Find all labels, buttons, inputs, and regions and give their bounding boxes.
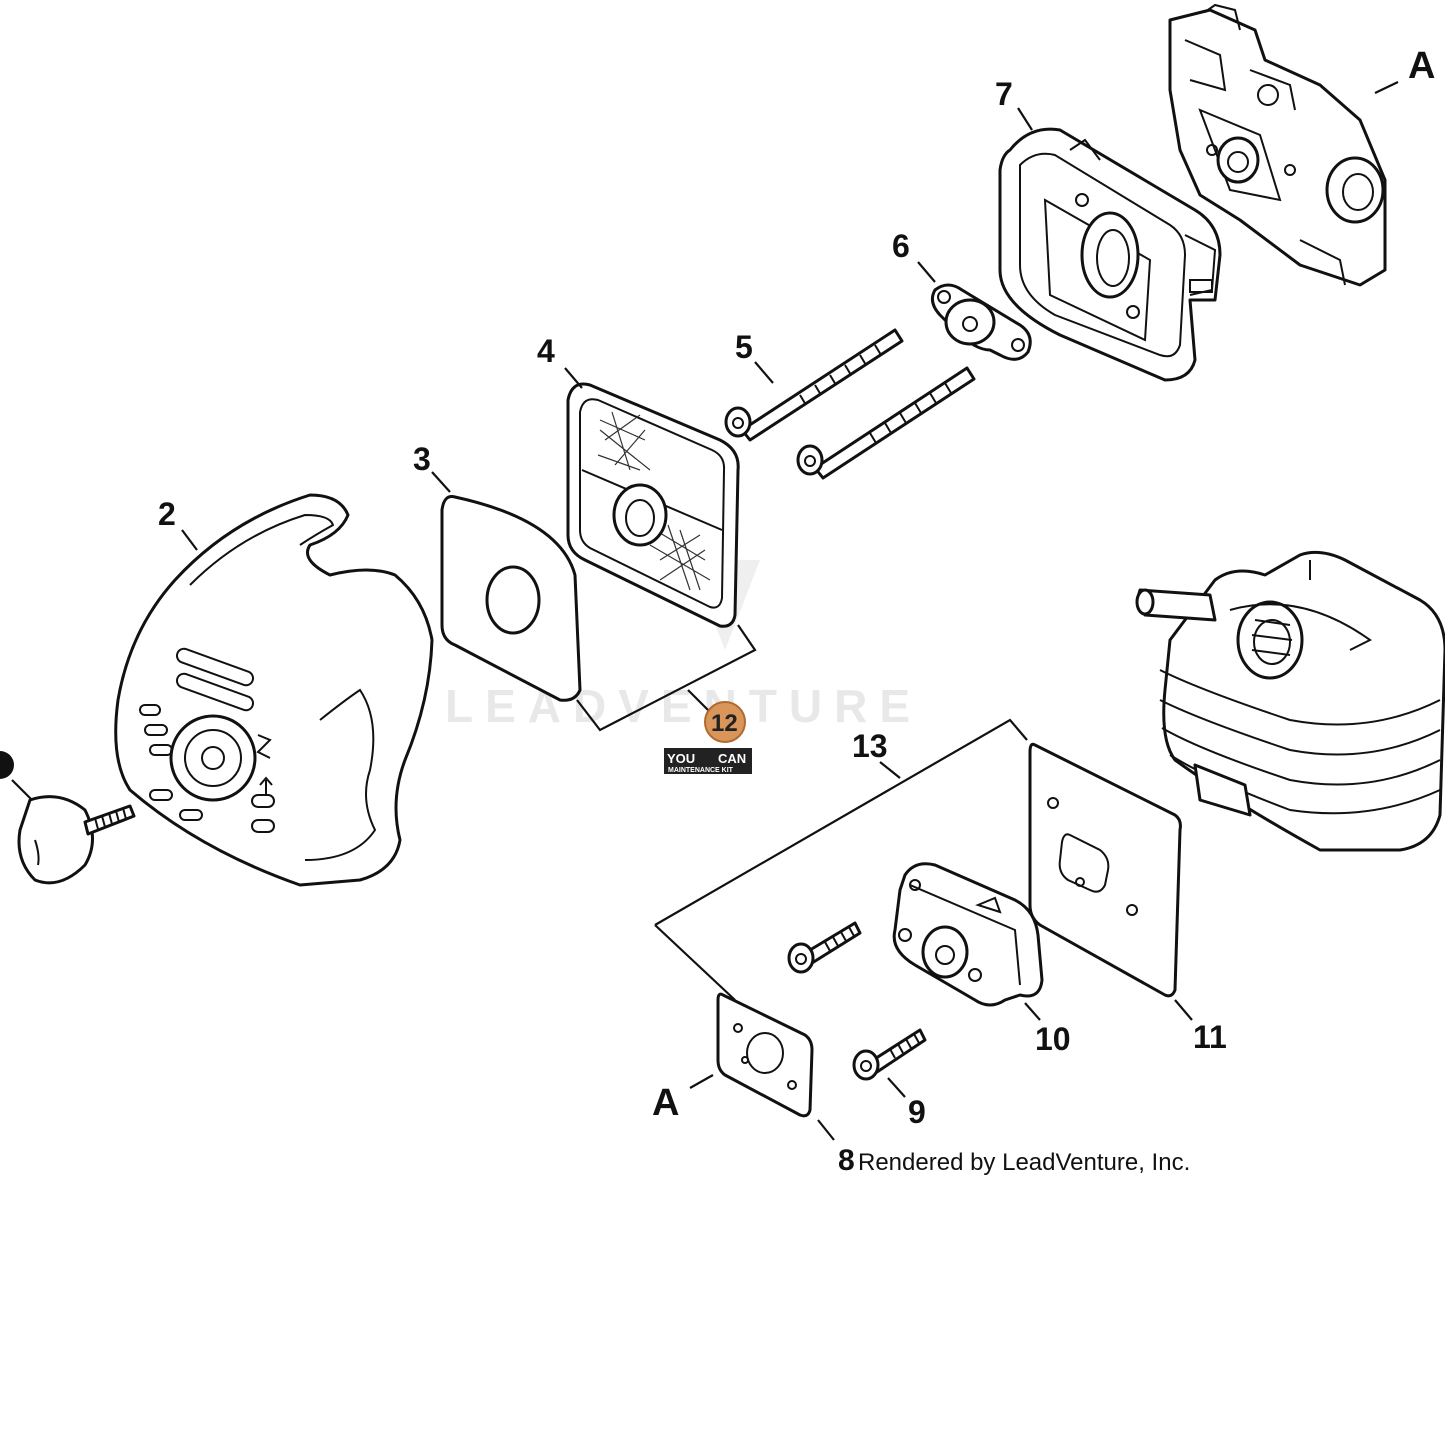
callout-7: 7: [995, 76, 1013, 112]
part-filter-element[interactable]: [564, 367, 740, 628]
kit-can-text: CAN: [718, 751, 746, 766]
part-short-screws[interactable]: [787, 921, 927, 1098]
kit-you-text: YOU: [667, 751, 695, 766]
callout-12: 12: [711, 710, 738, 737]
callout-13: 13: [852, 728, 888, 764]
part-filter-cover[interactable]: [114, 493, 434, 887]
part-carburetor[interactable]: [1168, 3, 1399, 287]
part-long-screws[interactable]: [724, 328, 976, 480]
maintenance-kit-badge[interactable]: 12 YOU CAN MAINTENANCE KIT: [664, 701, 752, 774]
part-cylinder-gasket[interactable]: [1028, 742, 1193, 1021]
callout-8: 8: [838, 1144, 855, 1177]
callout-5: 5: [735, 329, 753, 365]
callout-11: 11: [1193, 1019, 1227, 1055]
part-intake-manifold[interactable]: [892, 862, 1044, 1021]
part-knob-screw[interactable]: [0, 751, 136, 885]
part-cylinder[interactable]: [1135, 550, 1445, 852]
part-spacer-flange[interactable]: [917, 261, 1032, 361]
part-filter-base[interactable]: [998, 107, 1222, 382]
callout-10: 10: [1035, 1021, 1071, 1057]
callout-9: 9: [908, 1094, 926, 1130]
watermark-text: LEADVENTURE: [445, 680, 922, 732]
kit-sub-text: MAINTENANCE KIT: [668, 767, 734, 774]
part-filter-pad[interactable]: [431, 471, 582, 702]
callout-2: 2: [158, 496, 176, 532]
callout-6: 6: [892, 228, 910, 264]
part-carb-gasket[interactable]: [689, 992, 835, 1141]
callout-3: 3: [413, 441, 431, 477]
bracket-gasket-set: [654, 718, 1028, 1001]
callout-a-bottom: A: [652, 1082, 679, 1124]
callout-4: 4: [537, 333, 555, 369]
credit-text: Rendered by LeadVenture, Inc.: [858, 1149, 1190, 1176]
bracket-kit: [576, 624, 757, 732]
callout-a-top: A: [1408, 45, 1435, 87]
